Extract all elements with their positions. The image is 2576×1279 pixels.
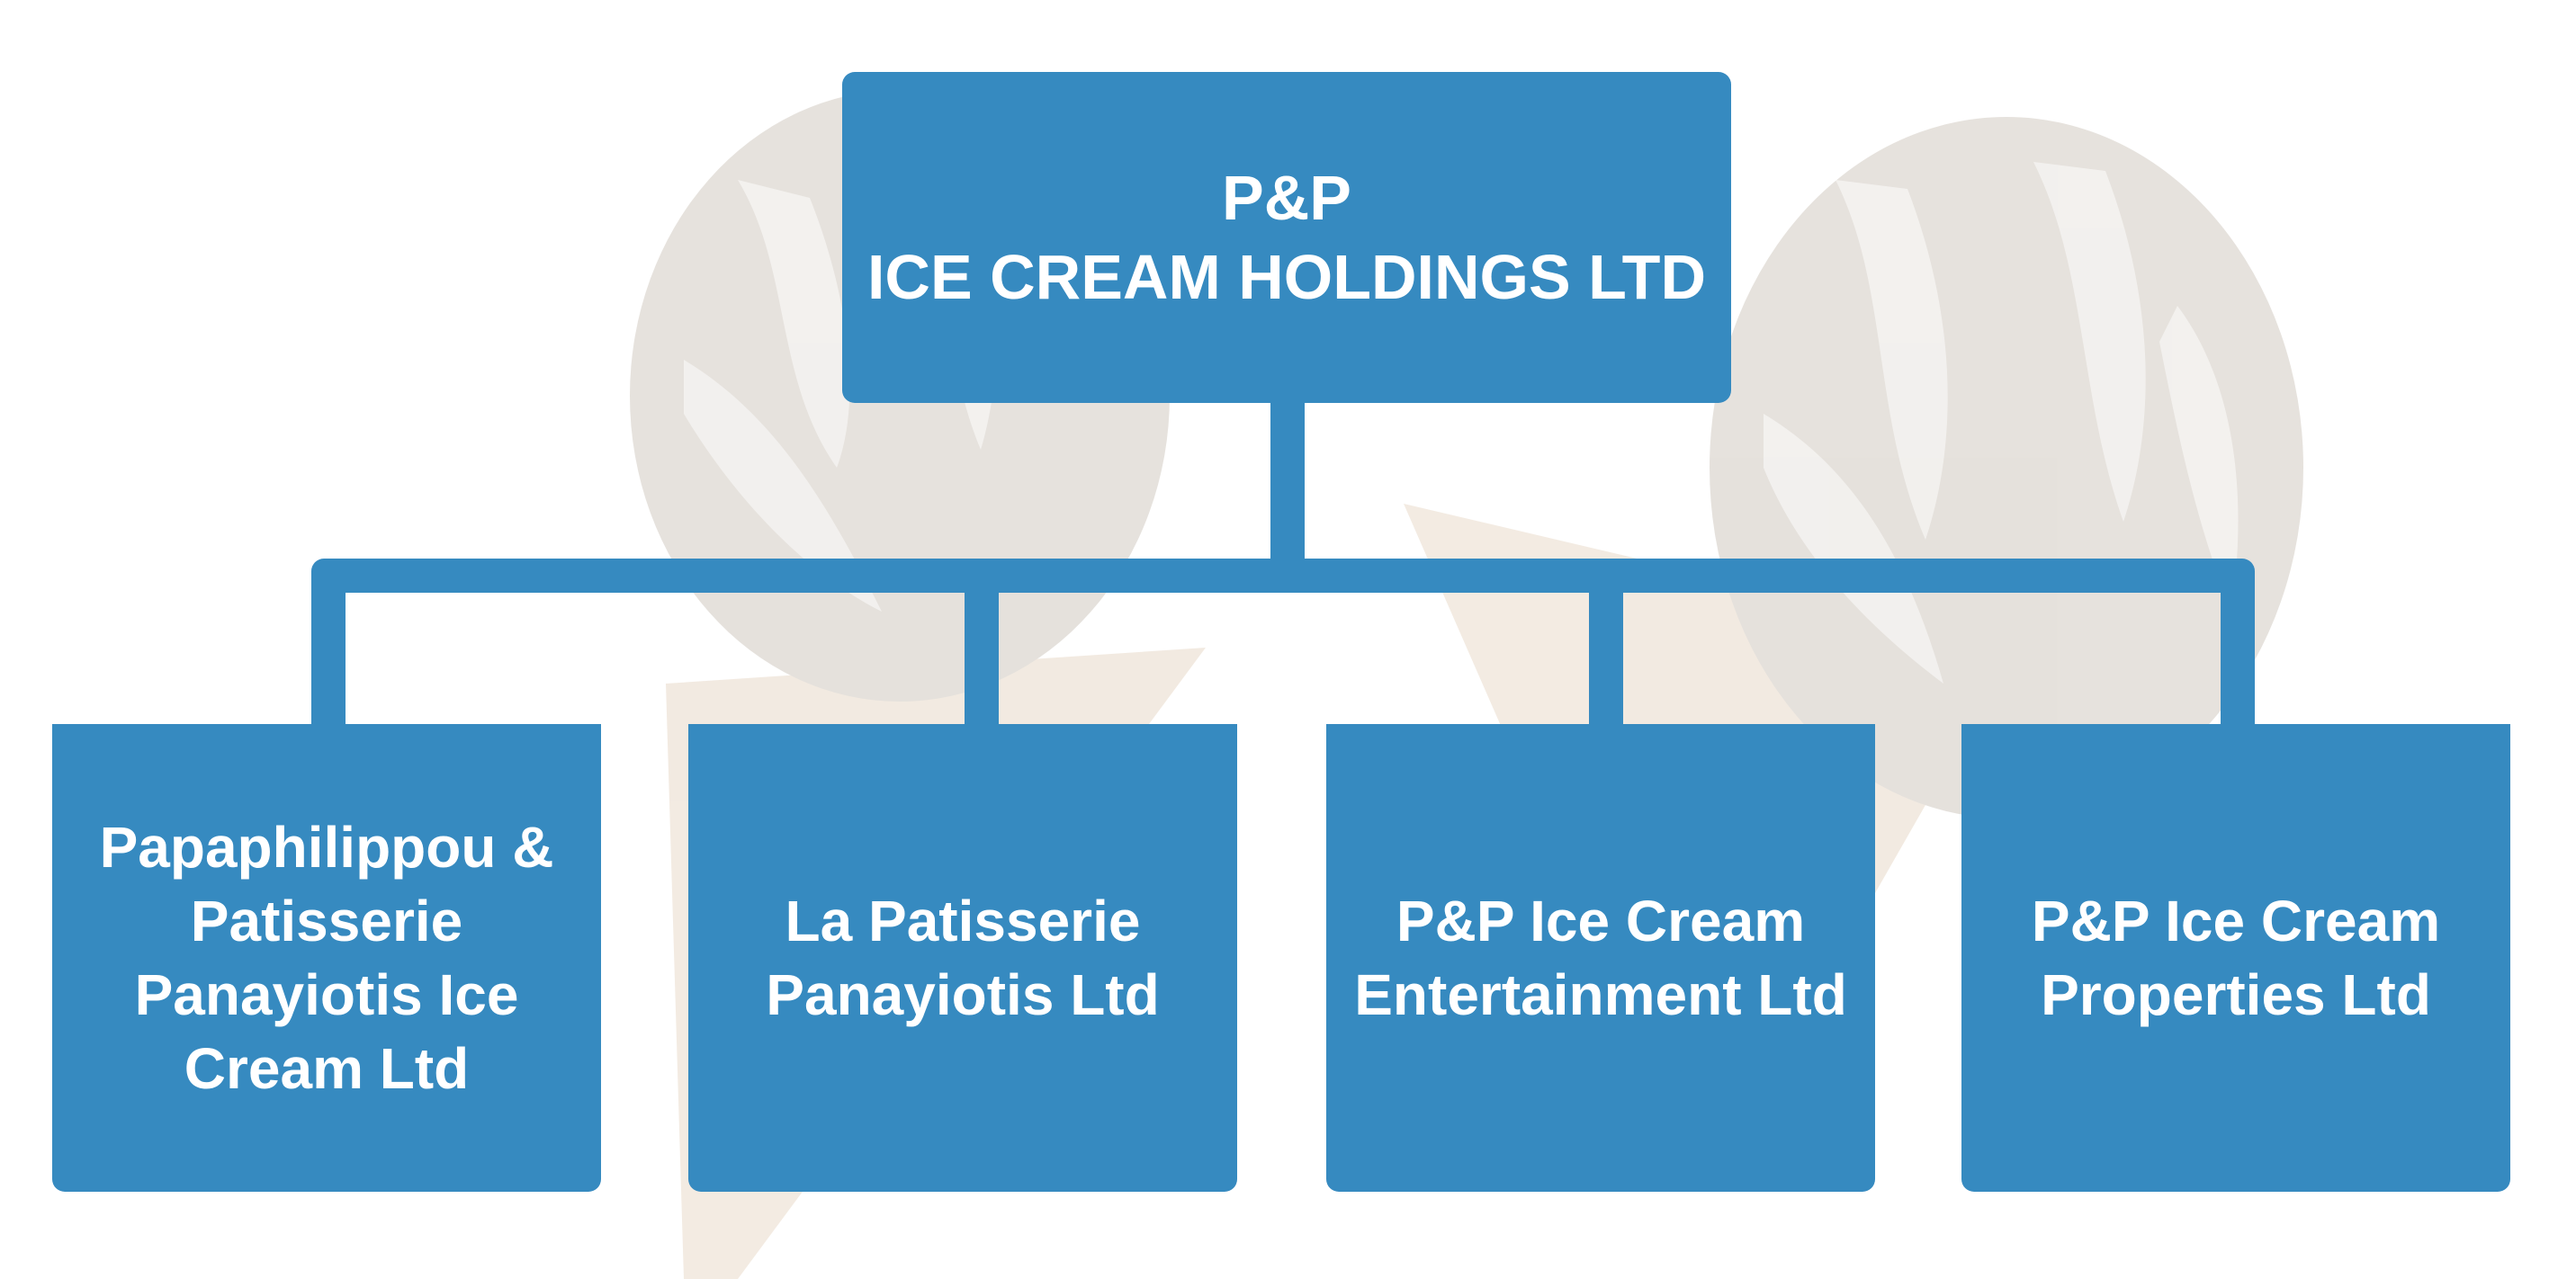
- left-swirl-highlight-1: [738, 180, 850, 468]
- right-swirl-highlight-3: [2159, 306, 2239, 612]
- right-swirl-highlight-2: [2033, 162, 2146, 522]
- root-node-line2: ICE CREAM HOLDINGS LTD: [866, 242, 1706, 312]
- child-node-4: P&P Ice Cream Properties Ltd: [1961, 724, 2510, 1192]
- horizontal-bus-connector: [311, 559, 2255, 593]
- child-2-drop-connector: [965, 576, 999, 729]
- root-node-line1: P&P: [1222, 163, 1351, 233]
- child-4-drop-connector: [2221, 576, 2255, 729]
- right-swirl-highlight-4: [1764, 414, 1943, 684]
- left-swirl-highlight-3: [684, 360, 882, 612]
- child-node-2-label: La Patisserie Panayiotis Ltd: [766, 889, 1160, 1027]
- right-scoop-shape: [1710, 117, 2303, 818]
- child-node-3: P&P Ice Cream Entertainment Ltd: [1326, 724, 1875, 1192]
- root-stem-connector: [1270, 403, 1305, 560]
- child-node-2: La Patisserie Panayiotis Ltd: [688, 724, 1237, 1192]
- child-3-drop-connector: [1589, 576, 1623, 729]
- child-node-1-label: Papaphilippou & Patisserie Panayiotis Ic…: [99, 815, 554, 1101]
- child-node-4-label: P&P Ice Cream Properties Ltd: [2031, 889, 2441, 1027]
- root-node-holdings: P&P ICE CREAM HOLDINGS LTD: [842, 72, 1731, 403]
- child-1-drop-connector: [311, 576, 346, 729]
- right-swirl-highlight-1: [1836, 180, 1948, 540]
- child-node-1: Papaphilippou & Patisserie Panayiotis Ic…: [52, 724, 601, 1192]
- child-node-3-label: P&P Ice Cream Entertainment Ltd: [1354, 889, 1847, 1027]
